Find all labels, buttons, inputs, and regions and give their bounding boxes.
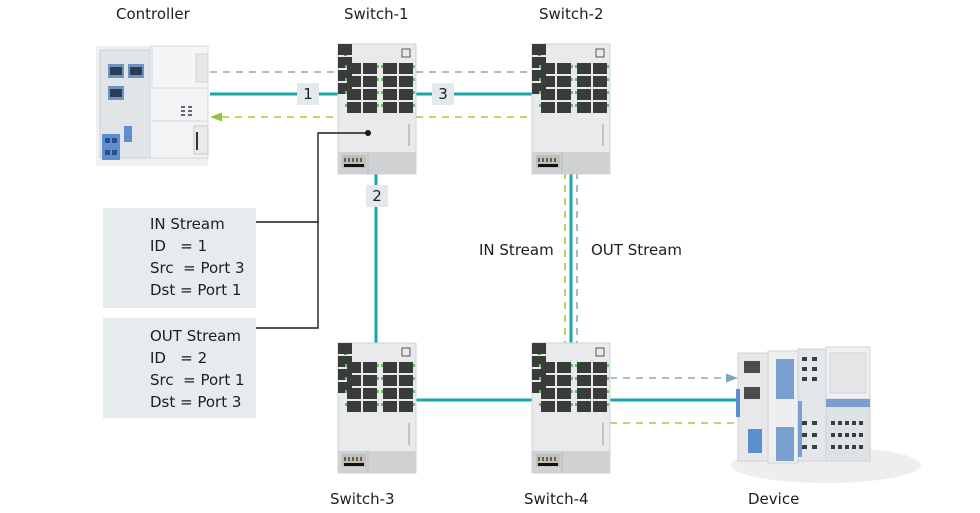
out-stream-arrow-icon: [726, 373, 738, 383]
controller-device[interactable]: [96, 45, 209, 166]
switch-3[interactable]: [338, 343, 416, 473]
port-2-badge: 2: [366, 185, 388, 207]
switch-2[interactable]: [532, 44, 610, 174]
io-device[interactable]: [731, 346, 921, 483]
port-1-badge: 1: [297, 83, 319, 105]
controller-label: Controller: [116, 5, 190, 23]
switch2-label: Switch-2: [539, 5, 604, 23]
switch-4[interactable]: [532, 343, 610, 473]
out-stream-legend-dst: Dst = Port 3: [150, 393, 242, 411]
switch1-label: Switch-1: [344, 5, 409, 23]
in-stream-legend-id: ID = 1: [150, 237, 208, 255]
in-stream-legend: [103, 208, 256, 308]
connector-dot-icon: [365, 130, 371, 136]
out-stream-legend: [103, 318, 256, 418]
port-3-badge: 3: [432, 83, 454, 105]
out-stream-label: OUT Stream: [591, 241, 682, 259]
in-stream-arrow-icon: [210, 112, 222, 122]
in-stream-path: [222, 116, 738, 424]
out-stream-path: [210, 71, 728, 379]
out-stream-legend-id: ID = 2: [150, 349, 208, 367]
switch4-label: Switch-4: [524, 490, 589, 508]
in-stream-legend-src: Src = Port 3: [150, 259, 245, 277]
switch3-label: Switch-3: [330, 490, 395, 508]
device-label: Device: [748, 490, 800, 508]
out-stream-legend-src: Src = Port 1: [150, 371, 245, 389]
in-stream-legend-dst: Dst = Port 1: [150, 281, 242, 299]
in-stream-legend-title: IN Stream: [150, 215, 225, 233]
switch-1[interactable]: [338, 44, 416, 174]
legend-connector: [256, 132, 368, 329]
in-stream-label: IN Stream: [479, 241, 554, 259]
out-stream-legend-title: OUT Stream: [150, 327, 241, 345]
